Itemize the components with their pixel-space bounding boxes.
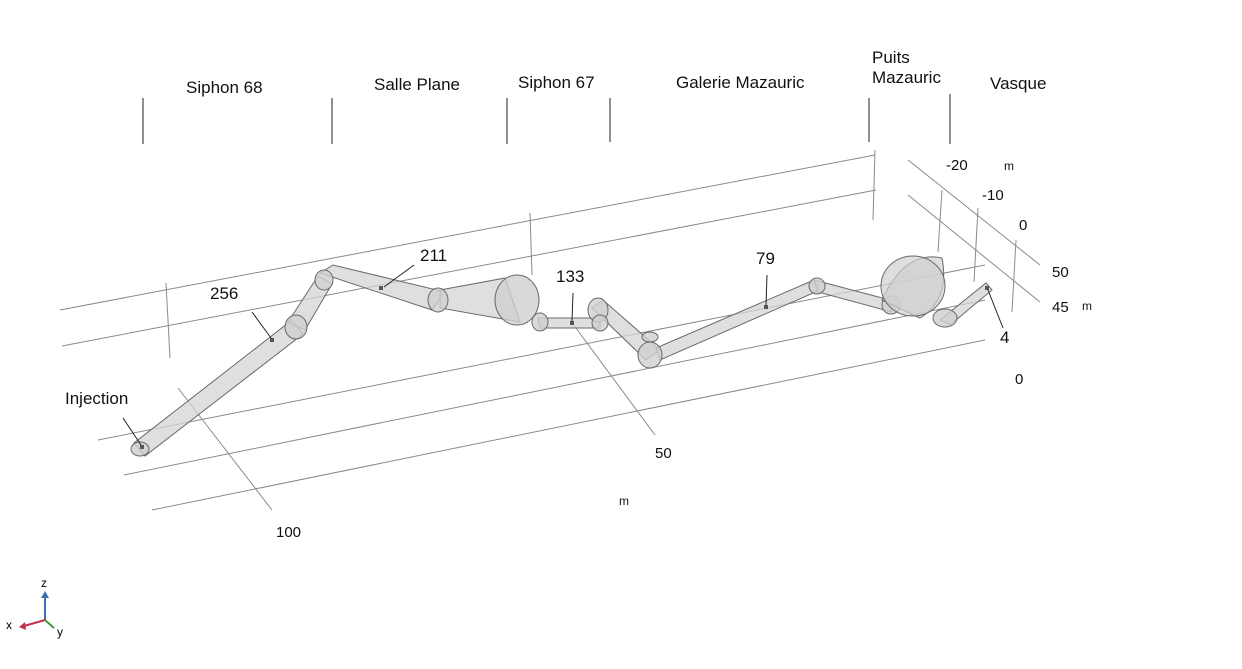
probe-points [140, 286, 989, 449]
y-tick-0: 0 [1019, 217, 1028, 234]
section-siphon-67: Siphon 67 [518, 73, 595, 92]
probe-label-211: 211 [420, 246, 448, 265]
triad-z-label: z [41, 576, 47, 590]
conduit-joints [130, 269, 958, 457]
section-salle-plane: Salle Plane [374, 75, 461, 94]
conduit-tubes [133, 264, 993, 457]
vasque-funnel [880, 255, 946, 319]
probe-label-256: 256 [210, 284, 239, 303]
probe-label-4: 4 [1000, 328, 1010, 347]
probe-label-79: 79 [756, 249, 775, 268]
section-markers [142, 94, 951, 144]
probe-label-133: 133 [556, 267, 585, 286]
section-siphon-68: Siphon 68 [186, 78, 263, 97]
section-puits-mazauric: Puits Mazauric [872, 48, 941, 88]
z-axis-unit: m [1082, 299, 1092, 313]
y-tick-neg10: -10 [982, 187, 1004, 204]
section-galerie-mazauric: Galerie Mazauric [676, 73, 805, 92]
z-tick-45: 45 [1052, 299, 1069, 316]
probe-label-injection: Injection [65, 389, 129, 408]
y-tick-neg20: -20 [946, 157, 968, 174]
x-axis-unit: m [619, 494, 629, 508]
triad-y-label: y [57, 625, 63, 639]
axis-triad [19, 591, 55, 630]
section-vasque: Vasque [990, 74, 1047, 93]
grid-lines [59, 149, 1041, 511]
y-axis-unit: m [1004, 159, 1014, 173]
section-puits-line1: Puits [872, 48, 910, 67]
z-tick-50: 50 [1052, 264, 1069, 281]
x-tick-100: 100 [276, 524, 302, 541]
probe-leaders [122, 264, 1004, 446]
x-tick-50: 50 [655, 445, 672, 462]
triad-x-label: x [6, 618, 12, 632]
section-puits-line2: Mazauric [872, 68, 941, 87]
z-tick-0: 0 [1015, 371, 1024, 388]
